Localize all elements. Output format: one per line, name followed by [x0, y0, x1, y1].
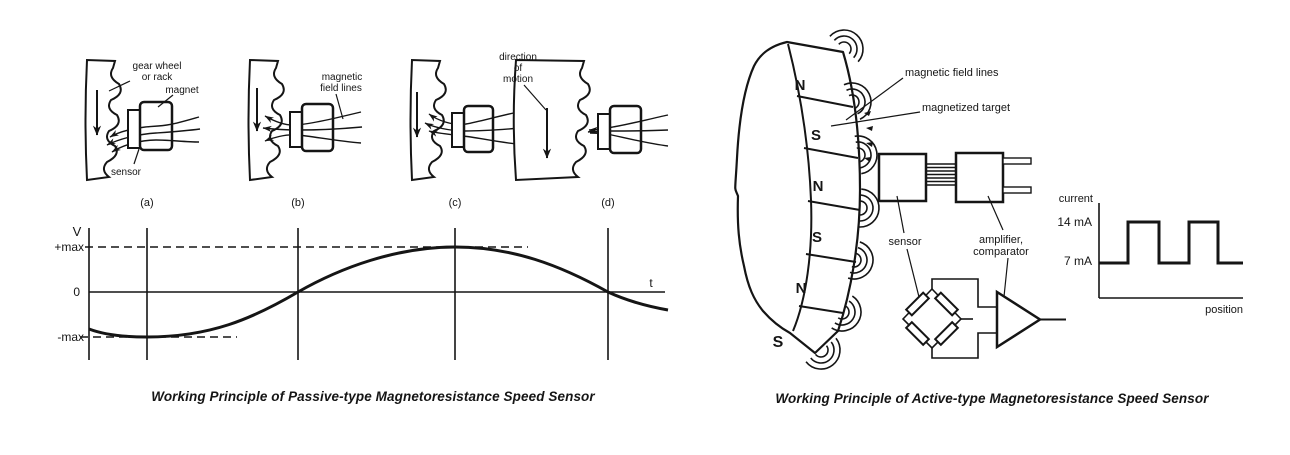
mini-diagram-c — [409, 59, 521, 181]
mini-diagram-a: gear wheel or rack magnet sensor — [84, 59, 201, 181]
magnet-pole-letter: S — [812, 229, 822, 246]
square-wave — [1099, 220, 1243, 265]
active-sensor-diagram: N S N S N S magnetic field lines magneti… — [734, 21, 1243, 378]
magnet-label: magnet — [165, 85, 199, 96]
current-axis-label: current — [1059, 193, 1093, 205]
gear-wheel-drawing — [247, 59, 285, 181]
left-caption: Working Principle of Passive-type Magnet… — [151, 389, 595, 404]
sensor-rect — [451, 112, 465, 148]
magnet-pole-letter: S — [811, 127, 821, 144]
field-arcs — [805, 337, 849, 378]
leader-line — [133, 148, 140, 165]
position-axis-label: position — [1205, 304, 1243, 316]
field-line — [106, 128, 201, 146]
plus-max-label: +max — [54, 240, 84, 254]
connector-pin — [1002, 157, 1032, 165]
magnet-pole-letter: N — [796, 280, 807, 297]
magnet-pole-letter-outer: S — [773, 334, 784, 351]
sensor-rect — [597, 113, 611, 150]
high-level-label: 14 mA — [1057, 215, 1092, 229]
v-axis-label: V — [73, 224, 82, 239]
leader-line — [987, 195, 1004, 231]
mini-diagram-d: direction of motion — [499, 52, 669, 181]
sensor-amplifier-assembly — [877, 151, 1032, 204]
sensor-box — [877, 152, 928, 203]
segment-divider — [807, 200, 861, 211]
magnet-pole-letter: N — [795, 77, 806, 94]
magnetized-target-wheel: N S N S N S — [734, 21, 882, 378]
bridge-comparator-circuit — [901, 278, 1066, 359]
sub-label-c: (c) — [449, 197, 462, 209]
amplifier-label: amplifier, — [979, 234, 1023, 246]
rim-inner-edge — [787, 43, 813, 332]
passive-sensor-diagram: gear wheel or rack magnet sensor magneti… — [54, 52, 669, 360]
segment-divider — [805, 253, 857, 263]
sensor-label: sensor — [111, 167, 142, 178]
bridge-diamond — [901, 287, 963, 350]
field-lines-label-2: field lines — [320, 83, 362, 94]
amplifier-box — [954, 151, 1005, 204]
leader-line — [523, 84, 547, 111]
magnet-rect — [462, 104, 495, 154]
magnet-rect — [138, 100, 174, 152]
field-lines-label: magnetic — [322, 72, 363, 83]
square-wave-output-graph: current 14 mA 7 mA position — [1057, 193, 1243, 316]
field-line — [428, 111, 519, 126]
leader-line — [896, 195, 905, 234]
zero-label: 0 — [73, 285, 80, 299]
amplifier-label-2: comparator — [973, 246, 1029, 258]
ribbon-connection — [926, 163, 956, 186]
connector-pin — [1002, 186, 1032, 194]
sub-label-b: (b) — [291, 197, 304, 209]
sub-label-d: (d) — [601, 197, 614, 209]
low-level-label: 7 mA — [1064, 254, 1092, 268]
sine-output-graph: V +max 0 -max t — [54, 224, 669, 360]
sensor-label: sensor — [888, 236, 921, 248]
field-arcs — [829, 21, 872, 63]
magnetized-target-label: magnetized target — [922, 102, 1010, 114]
sub-label-a: (a) — [140, 197, 153, 209]
bridge-resistors — [904, 291, 960, 347]
leader-line — [830, 111, 921, 127]
right-caption: Working Principle of Active-type Magneto… — [775, 391, 1209, 406]
sensor-rect — [289, 111, 303, 148]
field-lines-label: magnetic field lines — [905, 67, 999, 79]
comparator-triangle — [995, 289, 1043, 350]
leader-line — [157, 94, 174, 108]
leader-line — [335, 93, 344, 120]
field-arrowheads — [864, 111, 873, 162]
leader-line — [845, 77, 904, 121]
bridge-bottom-wire — [931, 332, 997, 359]
segment-divider — [798, 305, 844, 314]
direction-label: direction — [499, 52, 537, 63]
leader-line — [906, 248, 920, 298]
bridge-top-wire — [931, 278, 997, 308]
direction-label-3: motion — [503, 74, 533, 85]
magnet-rect — [300, 102, 335, 153]
gear-wheel-label: gear wheel — [133, 61, 182, 72]
segment-divider — [803, 147, 859, 159]
wheel-body — [734, 40, 862, 355]
mini-diagram-b: magnetic field lines — [247, 59, 363, 181]
leader-line — [108, 80, 131, 92]
sensor-rect — [127, 109, 141, 149]
magnet-pole-letter: N — [813, 178, 824, 195]
sine-curve — [88, 245, 669, 339]
gear-wheel-label-2: or rack — [142, 72, 174, 83]
magnet-rect — [608, 104, 643, 155]
field-arcs — [843, 75, 879, 121]
segment-divider — [796, 95, 854, 108]
field-line — [111, 139, 200, 153]
direction-label-2: of — [514, 63, 523, 74]
field-line — [264, 134, 362, 144]
field-arcs — [857, 188, 882, 230]
t-axis-label: t — [649, 276, 653, 290]
gear-wheel-drawing — [84, 59, 122, 181]
minus-max-label: -max — [57, 330, 84, 344]
field-line — [109, 116, 200, 138]
field-line — [428, 130, 519, 145]
